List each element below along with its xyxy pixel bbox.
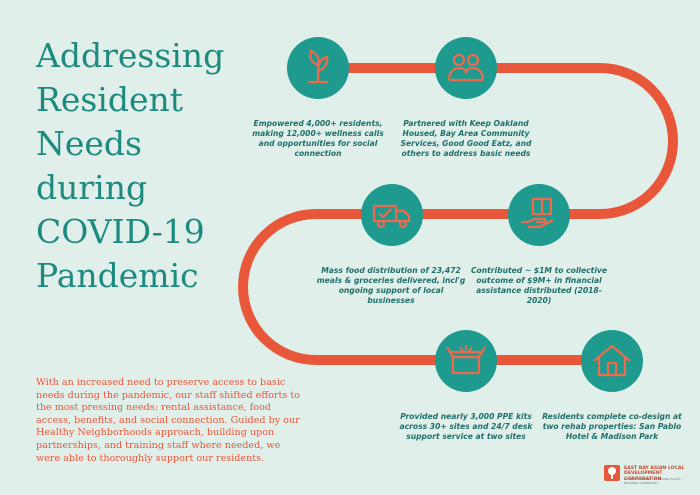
- ppe-box-icon: [446, 345, 486, 375]
- title-line: during: [36, 168, 148, 207]
- milestone-6-caption: Residents complete co-design at two reha…: [542, 412, 682, 441]
- milestone-2-caption: Partnered with Keep Oakland Housed, Bay …: [400, 119, 532, 158]
- tree-logo-icon: [604, 465, 620, 481]
- intro-paragraph: With an increased need to preserve acces…: [36, 377, 300, 464]
- title-line: Needs: [36, 124, 142, 163]
- milestone-2-circle: [435, 37, 497, 99]
- people-group-icon: [447, 53, 485, 82]
- title-line: Pandemic: [36, 256, 199, 295]
- milestone-1-caption: Empowered 4,000+ residents, making 12,00…: [252, 119, 384, 158]
- milestone-1-circle: [287, 37, 349, 99]
- seedling-icon: [307, 49, 329, 84]
- milestone-5-caption: Provided nearly 3,000 PPE kits across 30…: [399, 412, 533, 441]
- page-title: Addressing Resident Needs during COVID-1…: [36, 34, 246, 298]
- house-icon: [593, 344, 631, 377]
- hand-donation-icon: [521, 197, 554, 229]
- milestone-3-circle: [361, 184, 423, 246]
- milestone-4-caption: Contributed ~ $1M to collective outcome …: [470, 266, 608, 305]
- delivery-truck-icon: [372, 204, 411, 229]
- organization-tagline: BUILDING PEOPLE • BUILDING PLACE • BUILD…: [624, 477, 683, 485]
- title-line: COVID-19: [36, 212, 205, 251]
- milestone-3-caption: Mass food distribution of 23,472 meals &…: [316, 266, 466, 305]
- title-line: Addressing: [36, 36, 225, 75]
- title-line: Resident: [36, 80, 184, 119]
- organization-name: EAST BAY ASIAN LOCAL DEVELOPMENT CORPORA…: [624, 466, 685, 482]
- organization-logo: EAST BAY ASIAN LOCAL DEVELOPMENT CORPORA…: [604, 465, 694, 485]
- milestone-5-circle: [435, 330, 497, 392]
- milestone-6-circle: [581, 330, 643, 392]
- milestone-4-circle: [508, 184, 570, 246]
